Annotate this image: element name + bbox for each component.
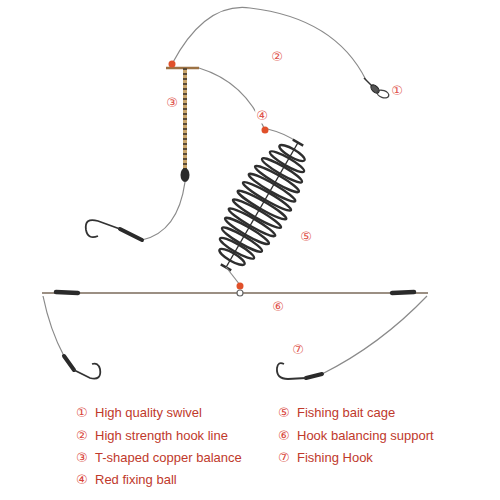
legend-number: ⑦ [278,451,290,466]
part-name: Fishing Hook [297,451,373,466]
bait-cage [202,129,322,282]
callout-number: ⑥ [271,300,285,315]
boom-sleeve [56,292,78,293]
fishing-hook [74,364,100,379]
legend-number: ① [76,406,88,421]
part-name: Fishing bait cage [297,406,395,421]
part-name: High strength hook line [95,429,228,444]
hook-line [226,267,240,285]
callout-number: ④ [255,109,269,124]
callout-number: ③ [165,96,179,111]
fishing-hook [86,220,120,237]
hook-sleeve [120,229,142,240]
boom-sleeve [392,292,414,293]
hook-line [43,296,64,356]
hook-line [142,182,185,240]
legend-number: ④ [76,473,88,488]
legend-number: ② [76,429,88,444]
hook-sleeve [64,356,74,370]
red-bead [237,283,244,290]
legend-number: ⑤ [278,406,290,421]
red-bead [262,127,269,134]
hook-sleeve [306,374,322,378]
part-name: T-shaped copper balance [95,451,242,466]
callout-number: ② [270,50,284,65]
part-name: Hook balancing support [297,429,434,444]
balance-boom [42,292,428,294]
legend-number: ⑥ [278,429,290,444]
callout-number: ⑦ [291,343,305,358]
part-name: Red fixing ball [95,473,177,488]
fishing-hook [277,363,306,379]
legend-number: ③ [76,451,88,466]
callout-number: ⑤ [299,230,313,245]
red-bead [169,61,176,68]
hook-line [322,296,427,374]
t-balance [166,68,199,182]
hook-line [199,68,298,143]
swivel [364,78,390,99]
callout-number: ① [390,84,404,99]
part-name: High quality swivel [95,406,202,421]
boom-knot [237,290,243,296]
